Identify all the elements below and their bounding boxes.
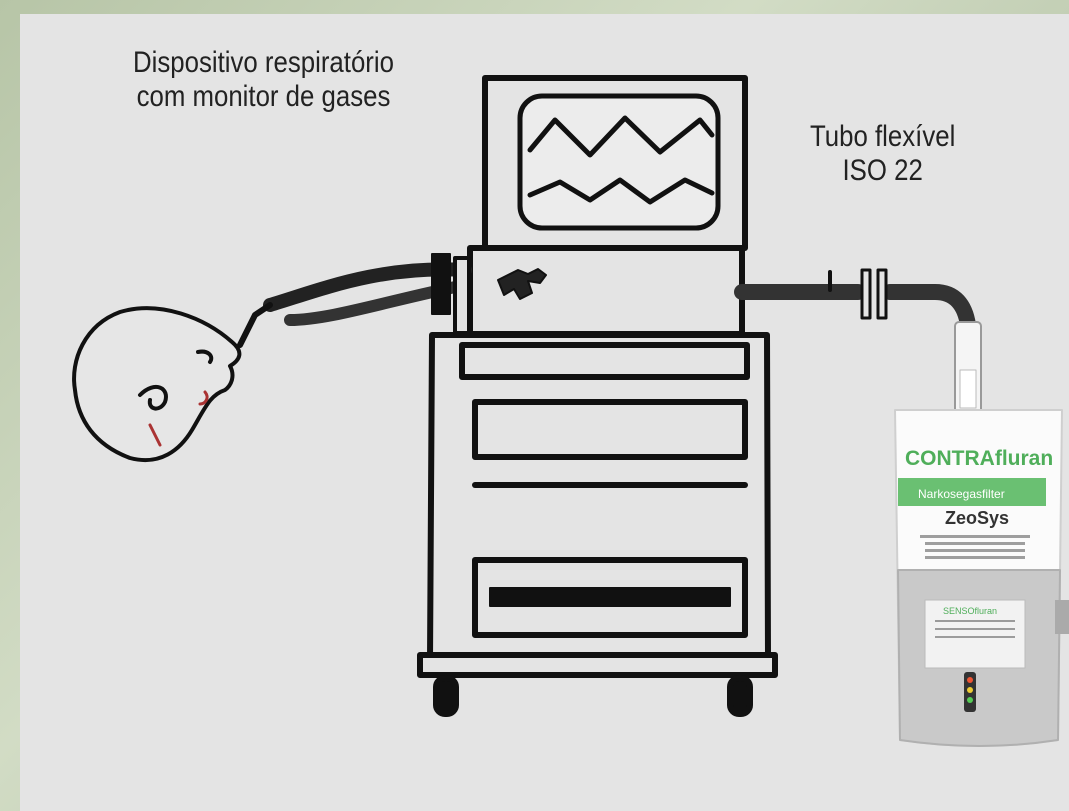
filter-brand-text: CONTRAfluran — [905, 447, 1053, 470]
patient-head — [72, 306, 242, 462]
breathing-device-unit — [467, 245, 745, 337]
filter-maker-text: ZeoSys — [945, 508, 1009, 528]
tube-label-line1: Tubo flexível — [810, 120, 956, 153]
tube-label: Tubo flexível ISO 22 — [810, 120, 955, 188]
device-label-line2: com monitor de gases — [136, 80, 391, 113]
breathing-hose-left — [237, 253, 472, 348]
device-label: Dispositivo respiratório com monitor de … — [133, 46, 394, 114]
contrafluran-filter: CONTRAfluran Narkosegasfilter ZeoSys SEN… — [894, 321, 1069, 747]
flexible-tube-iso22 — [734, 268, 976, 333]
gas-monitor-screen — [482, 75, 748, 251]
sensor-brand-text: SENSOfluran — [943, 606, 997, 616]
filter-subtitle-text: Narkosegasfilter — [918, 487, 1005, 501]
device-label-line1: Dispositivo respiratório — [133, 46, 394, 79]
equipment-cart — [417, 332, 778, 717]
tube-label-line2: ISO 22 — [842, 154, 923, 187]
